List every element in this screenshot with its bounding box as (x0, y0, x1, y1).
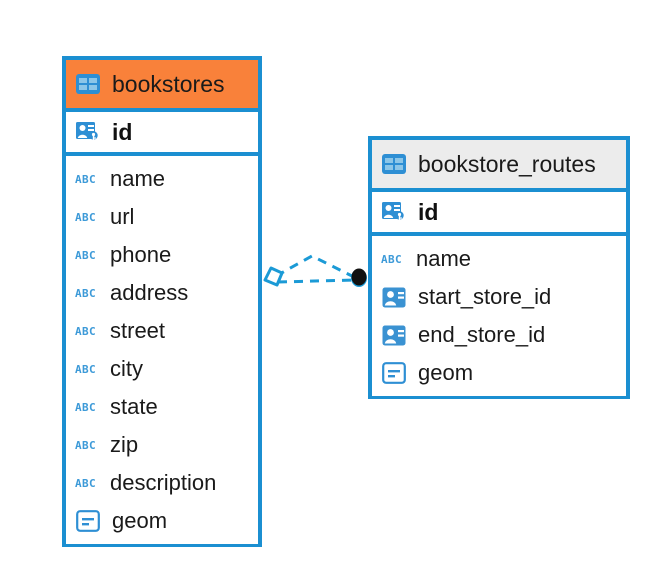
field-row[interactable]: ABC address (66, 274, 258, 312)
relationship-connector[interactable] (250, 240, 380, 320)
field-row[interactable]: end_store_id (372, 316, 626, 354)
entity-header-bookstore-routes[interactable]: bookstore_routes (372, 140, 626, 188)
primary-key-label: id (112, 118, 133, 145)
field-row[interactable]: ABC phone (66, 236, 258, 274)
field-row[interactable]: geom (66, 502, 258, 540)
primary-key-label: id (418, 198, 439, 225)
field-label: city (110, 356, 143, 381)
text-type-icon: ABC (74, 242, 100, 268)
field-label: name (110, 166, 166, 191)
field-label: zip (110, 432, 139, 457)
text-type-icon: ABC (380, 246, 406, 272)
entity-header-bookstores[interactable]: bookstores (66, 60, 258, 108)
field-row[interactable]: ABC state (66, 388, 258, 426)
field-row[interactable]: ABC name (372, 240, 626, 278)
field-label: name (416, 246, 472, 271)
text-type-icon: ABC (74, 470, 100, 496)
text-type-icon: ABC (74, 394, 100, 420)
svg-text:ABC: ABC (75, 173, 96, 186)
relationship-line-upper (275, 254, 357, 280)
field-row[interactable]: ABC city (66, 350, 258, 388)
svg-text:ABC: ABC (381, 253, 402, 266)
foreign-key-icon (380, 283, 408, 311)
svg-text:ABC: ABC (75, 249, 96, 262)
field-row[interactable]: ABC street (66, 312, 258, 350)
field-row[interactable]: geom (372, 354, 626, 392)
field-row[interactable]: ABC name (66, 160, 258, 198)
svg-text:ABC: ABC (75, 439, 96, 452)
field-row[interactable]: ABC description (66, 464, 258, 502)
svg-text:ABC: ABC (75, 211, 96, 224)
field-label: phone (110, 242, 172, 267)
field-list-bookstore-routes: ABC name start_store_id (372, 236, 626, 396)
text-type-icon: ABC (74, 356, 100, 382)
primary-key-icon (380, 198, 408, 226)
text-type-icon: ABC (74, 166, 100, 192)
primary-key-row-bookstore-routes[interactable]: id (372, 188, 626, 236)
field-label: street (110, 318, 166, 343)
diamond-marker (263, 266, 284, 287)
field-label: end_store_id (418, 322, 546, 347)
primary-key-row-bookstores[interactable]: id (66, 108, 258, 156)
field-list-bookstores: ABC name ABC url ABC p (66, 156, 258, 544)
geometry-type-icon (380, 359, 408, 387)
field-label: description (110, 470, 217, 495)
svg-text:ABC: ABC (75, 477, 96, 490)
entity-bookstore-routes[interactable]: bookstore_routes id (368, 136, 630, 399)
field-row[interactable]: ABC url (66, 198, 258, 236)
svg-text:ABC: ABC (75, 363, 96, 376)
entity-title: bookstore_routes (418, 150, 596, 177)
field-label: geom (112, 508, 168, 533)
filled-circle-marker (351, 268, 367, 287)
text-type-icon: ABC (74, 318, 100, 344)
field-row[interactable]: ABC zip (66, 426, 258, 464)
entity-bookstores[interactable]: bookstores id (62, 56, 262, 547)
field-label: start_store_id (418, 284, 552, 309)
text-type-icon: ABC (74, 432, 100, 458)
field-row[interactable]: start_store_id (372, 278, 626, 316)
geometry-type-icon (74, 507, 102, 535)
table-icon (380, 150, 408, 178)
field-label: state (110, 394, 158, 419)
field-label: geom (418, 360, 474, 385)
text-type-icon: ABC (74, 204, 100, 230)
text-type-icon: ABC (74, 280, 100, 306)
foreign-key-icon (380, 321, 408, 349)
field-label: address (110, 280, 189, 305)
table-icon (74, 70, 102, 98)
svg-text:ABC: ABC (75, 325, 96, 338)
svg-text:ABC: ABC (75, 401, 96, 414)
field-label: url (110, 204, 135, 229)
relationship-line-lower (277, 278, 355, 284)
primary-key-icon (74, 118, 102, 146)
entity-title: bookstores (112, 70, 225, 97)
svg-text:ABC: ABC (75, 287, 96, 300)
